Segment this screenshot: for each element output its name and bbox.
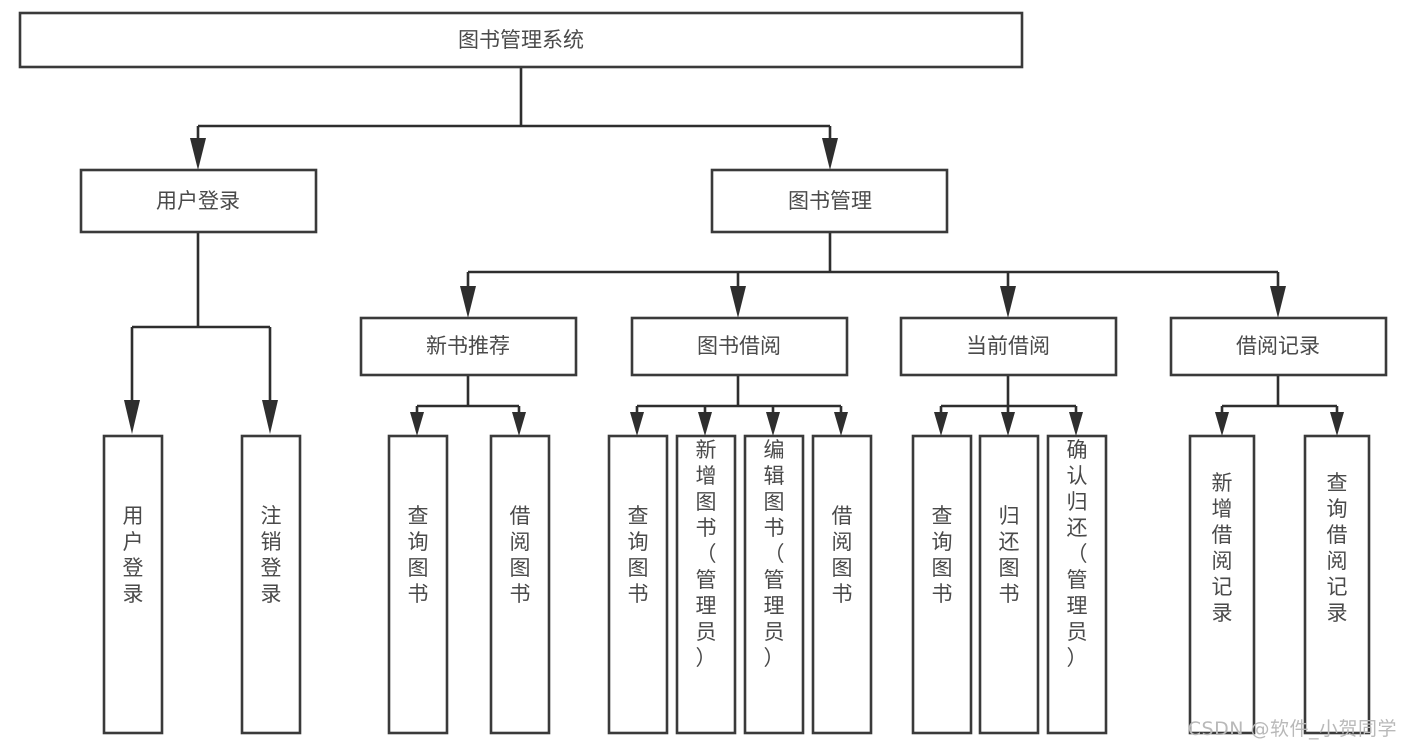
node-leaf-borrow-book-1-label: 借阅图书 <box>510 504 531 606</box>
node-leaf-user-logout[interactable]: 注销登录 <box>240 434 302 735</box>
node-current-borrow-box[interactable] <box>899 316 1118 377</box>
arrow-to-leaf-return-book <box>1001 412 1015 436</box>
arrow-to-leaf-confirm-return <box>1069 412 1083 436</box>
node-leaf-user-logout-box[interactable] <box>240 434 302 735</box>
connector-group-user-login <box>124 232 278 434</box>
arrow-to-leaf-add-book <box>698 412 712 436</box>
node-leaf-edit-book-box[interactable] <box>743 434 805 735</box>
node-leaf-query-book-1-box[interactable] <box>387 434 449 735</box>
node-root-box[interactable] <box>18 11 1024 69</box>
node-current-borrow-label: 当前借阅 <box>966 334 1050 358</box>
node-leaf-add-record-box[interactable] <box>1188 434 1256 735</box>
node-user-login-box[interactable] <box>79 168 318 234</box>
arrow-to-leaf-borrow-book-2 <box>834 412 848 436</box>
arrow-to-current-borrow <box>1000 286 1016 318</box>
node-leaf-edit-book-label: 编辑图书（管理员） <box>764 438 785 670</box>
node-leaf-query-book-2[interactable]: 查询图书 <box>607 434 669 735</box>
node-leaf-return-book[interactable]: 归还图书 <box>978 434 1040 735</box>
connector-group-book-management <box>460 232 1286 318</box>
node-leaf-confirm-return-label: 确认归还（管理员） <box>1067 438 1088 670</box>
node-leaf-user-logout-label: 注销登录 <box>261 504 282 606</box>
node-leaf-borrow-book-2-box[interactable] <box>811 434 873 735</box>
node-leaf-add-book-label: 新增图书（管理员） <box>696 438 717 670</box>
node-leaf-confirm-return[interactable]: 确认归还（管理员） <box>1046 434 1108 735</box>
node-book-management-box[interactable] <box>710 168 949 234</box>
node-leaf-user-login-box[interactable] <box>102 434 164 735</box>
connector-group-borrow-record <box>1215 375 1344 436</box>
node-borrow-record[interactable]: 借阅记录 <box>1169 316 1388 377</box>
node-leaf-confirm-return-box[interactable] <box>1046 434 1108 735</box>
node-book-borrow-label: 图书借阅 <box>697 334 781 358</box>
node-leaf-query-record-label: 查询借阅记录 <box>1327 471 1348 625</box>
node-leaf-query-book-2-box[interactable] <box>607 434 669 735</box>
arrow-to-leaf-add-record <box>1215 412 1229 436</box>
node-leaf-query-book-3-box[interactable] <box>911 434 973 735</box>
node-leaf-query-record-box[interactable] <box>1303 434 1371 735</box>
node-leaf-borrow-book-1-box[interactable] <box>489 434 551 735</box>
node-book-borrow[interactable]: 图书借阅 <box>630 316 849 377</box>
arrow-to-leaf-user-logout <box>262 400 278 434</box>
node-leaf-add-record-label: 新增借阅记录 <box>1212 471 1233 625</box>
node-root[interactable]: 图书管理系统 <box>18 11 1024 69</box>
arrow-to-leaf-user-login <box>124 400 140 434</box>
node-leaf-user-login-label: 用户登录 <box>123 504 144 606</box>
node-leaf-edit-book[interactable]: 编辑图书（管理员） <box>743 434 805 735</box>
connector-group-book-borrow <box>630 375 848 436</box>
connector-group-new-book-recommend <box>410 375 526 436</box>
arrow-to-leaf-query-book-3 <box>934 412 948 436</box>
arrow-to-leaf-query-book-2 <box>630 412 644 436</box>
node-book-management[interactable]: 图书管理 <box>710 168 949 234</box>
arrow-to-book-borrow <box>730 286 746 318</box>
node-new-book-recommend-box[interactable] <box>359 316 578 377</box>
node-leaf-user-login[interactable]: 用户登录 <box>102 434 164 735</box>
arrow-root-to-user-login <box>190 138 206 170</box>
node-user-login-label: 用户登录 <box>156 189 240 213</box>
arrow-to-leaf-borrow-book-1 <box>512 412 526 436</box>
node-book-management-label: 图书管理 <box>788 189 872 213</box>
node-current-borrow[interactable]: 当前借阅 <box>899 316 1118 377</box>
arrow-to-leaf-edit-book <box>766 412 780 436</box>
node-leaf-return-book-box[interactable] <box>978 434 1040 735</box>
node-root-label: 图书管理系统 <box>458 28 584 52</box>
node-borrow-record-label: 借阅记录 <box>1236 334 1320 358</box>
node-leaf-add-book[interactable]: 新增图书（管理员） <box>675 434 737 735</box>
node-leaf-query-book-3-label: 查询图书 <box>932 504 953 606</box>
node-user-login[interactable]: 用户登录 <box>79 168 318 234</box>
node-leaf-add-book-box[interactable] <box>675 434 737 735</box>
node-leaf-return-book-label: 归还图书 <box>999 504 1020 606</box>
node-borrow-record-box[interactable] <box>1169 316 1388 377</box>
arrow-to-leaf-query-book-1 <box>410 412 424 436</box>
node-new-book-recommend-label: 新书推荐 <box>426 334 510 358</box>
node-leaf-borrow-book-1[interactable]: 借阅图书 <box>489 434 551 735</box>
node-book-borrow-box[interactable] <box>630 316 849 377</box>
connector-group-root <box>190 67 838 170</box>
node-new-book-recommend[interactable]: 新书推荐 <box>359 316 578 377</box>
node-leaf-query-record[interactable]: 查询借阅记录 <box>1303 434 1371 735</box>
arrow-to-new-book-recommend <box>460 286 476 318</box>
node-leaf-borrow-book-2[interactable]: 借阅图书 <box>811 434 873 735</box>
connector-group-current-borrow <box>934 375 1083 436</box>
node-leaf-query-book-3[interactable]: 查询图书 <box>911 434 973 735</box>
arrow-to-borrow-record <box>1270 286 1286 318</box>
arrow-to-leaf-query-record <box>1330 412 1344 436</box>
node-leaf-query-book-1[interactable]: 查询图书 <box>387 434 449 735</box>
arrow-root-to-book-management <box>822 138 838 170</box>
node-leaf-query-book-2-label: 查询图书 <box>628 504 649 606</box>
node-leaf-borrow-book-2-label: 借阅图书 <box>832 504 853 606</box>
node-leaf-query-book-1-label: 查询图书 <box>408 504 429 606</box>
node-leaf-add-record[interactable]: 新增借阅记录 <box>1188 434 1256 735</box>
